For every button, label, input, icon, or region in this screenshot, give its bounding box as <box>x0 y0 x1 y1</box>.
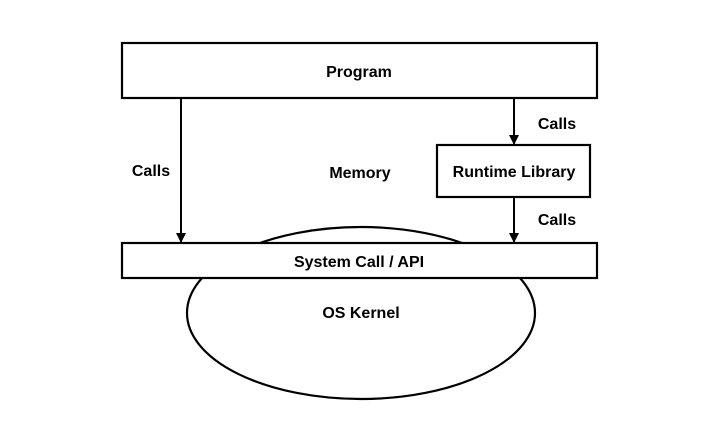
system-call-api-label: System Call / API <box>294 254 424 271</box>
runtime-library-box <box>435 143 592 199</box>
calls-label-program-to-runtime: Calls <box>538 116 576 133</box>
calls-label-runtime-to-syscall: Calls <box>538 212 576 229</box>
os-kernel-label: OS Kernel <box>322 305 399 322</box>
runtime-library-label: Runtime Library <box>453 164 576 181</box>
memory-label: Memory <box>329 165 390 182</box>
program-box <box>120 41 599 100</box>
calls-label-program-to-syscall: Calls <box>132 163 170 180</box>
system-call-api-bar <box>120 241 599 280</box>
program-label: Program <box>326 64 392 81</box>
